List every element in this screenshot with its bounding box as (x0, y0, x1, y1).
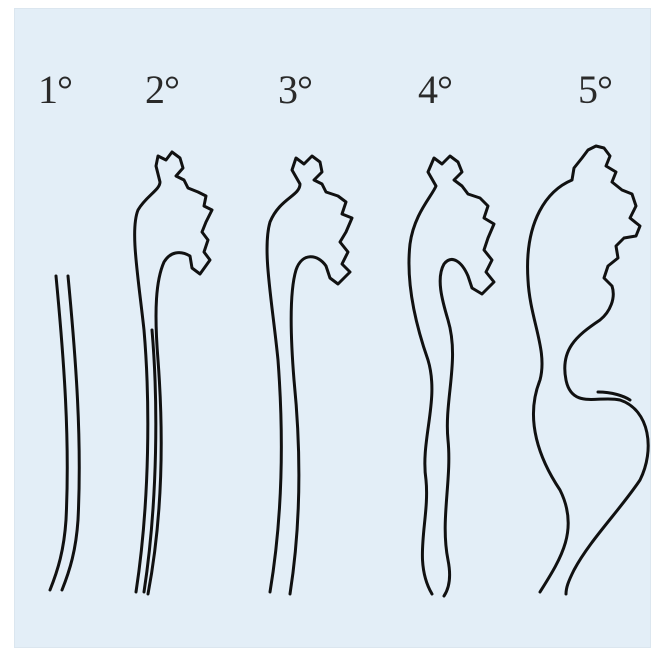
grade-3-outer-wall (267, 156, 352, 594)
grade-1-ureter (50, 276, 79, 590)
grade-2-outer-wall (135, 152, 212, 594)
grade-2-ureter-pelvis (135, 152, 212, 594)
grade-3-ureter-pelvis (267, 156, 352, 594)
grade-1-ureter-left-wall (50, 276, 67, 590)
grade-5-outer-wall (528, 146, 649, 594)
grade-5-ureter-pelvis (528, 146, 649, 594)
grade-4-outer-wall (409, 156, 494, 596)
grade-4-ureter-pelvis (409, 156, 494, 596)
